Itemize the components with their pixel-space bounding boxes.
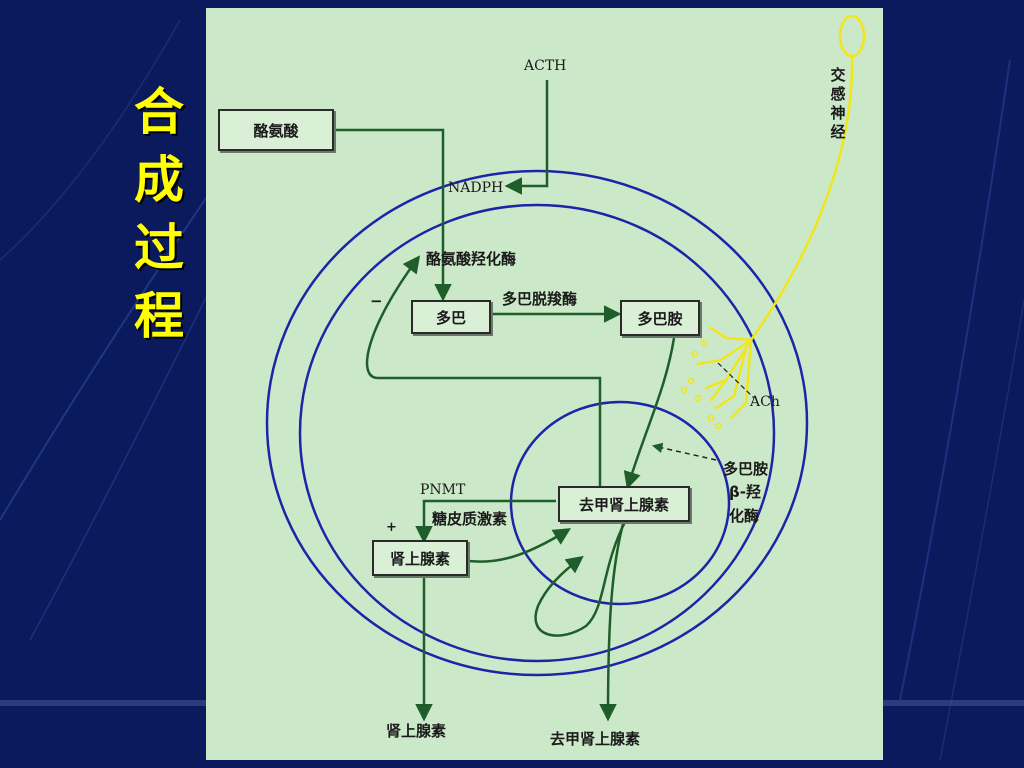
ach-pointer-line: [717, 362, 755, 399]
vesicle-membrane: [509, 400, 731, 606]
arrow-dbh-dashed: [651, 442, 717, 461]
arrow-dopamine-norepinephrine: [623, 337, 676, 490]
label-ach: ACh: [750, 394, 780, 410]
diagram-lines: [265, 14, 866, 722]
arrow-norepinephrine-release: [599, 519, 626, 722]
arrow-acth-nadph: [504, 80, 549, 195]
outer-cell-membrane: [265, 169, 809, 677]
label-sympathetic-nerve: 交 感 神 经: [830, 66, 846, 141]
node-dopa: 多巴: [411, 300, 491, 334]
title-char: 成: [134, 151, 184, 209]
label-tyrosine-hydroxylase: 酪氨酸羟化酶: [426, 250, 517, 268]
arrow-epinephrine-feedback: [461, 528, 571, 563]
arrow-norepinephrine-epinephrine: [415, 499, 556, 544]
diagram-panel: 酪氨酸 多巴 多巴胺 去甲肾上腺素 肾上腺素 ACTH NADPH 酪氨酸羟化酶…: [206, 8, 883, 760]
label-dbh-line2: β-羟: [729, 483, 761, 501]
neurotransmitter-dots: [680, 339, 722, 430]
label-dopa-decarboxylase: 多巴脱羧酶: [502, 290, 578, 308]
slide-title: 合 成 过 程: [124, 78, 194, 350]
label-pnmt: PNMT: [420, 482, 466, 498]
label-acth: ACTH: [524, 58, 567, 74]
node-tyrosine: 酪氨酸: [218, 109, 334, 151]
label-nadph: NADPH: [448, 180, 504, 196]
label-glucocorticoid: 糖皮质激素: [432, 510, 508, 528]
arrow-tyrosine-dopa: [332, 128, 452, 302]
sympathetic-nerve: [696, 14, 866, 420]
label-output-norepinephrine: 去甲肾上腺素: [550, 730, 641, 748]
title-char: 程: [134, 287, 184, 345]
arrow-feedback-inhibition: [365, 255, 602, 486]
label-plus-sign: +: [386, 520, 397, 535]
node-norepinephrine: 去甲肾上腺素: [558, 486, 690, 522]
node-dopamine: 多巴胺: [620, 300, 700, 336]
label-output-epinephrine: 肾上腺素: [386, 722, 447, 740]
label-dbh-line3: 化酶: [729, 507, 760, 525]
arrow-norepinephrine-loop: [534, 519, 628, 637]
label-dbh-line1: 多巴胺: [723, 460, 769, 478]
label-minus-sign: −: [370, 292, 383, 310]
node-epinephrine: 肾上腺素: [372, 540, 468, 576]
title-char: 过: [134, 219, 184, 277]
title-char: 合: [134, 83, 184, 141]
inner-cell-membrane: [298, 203, 776, 663]
